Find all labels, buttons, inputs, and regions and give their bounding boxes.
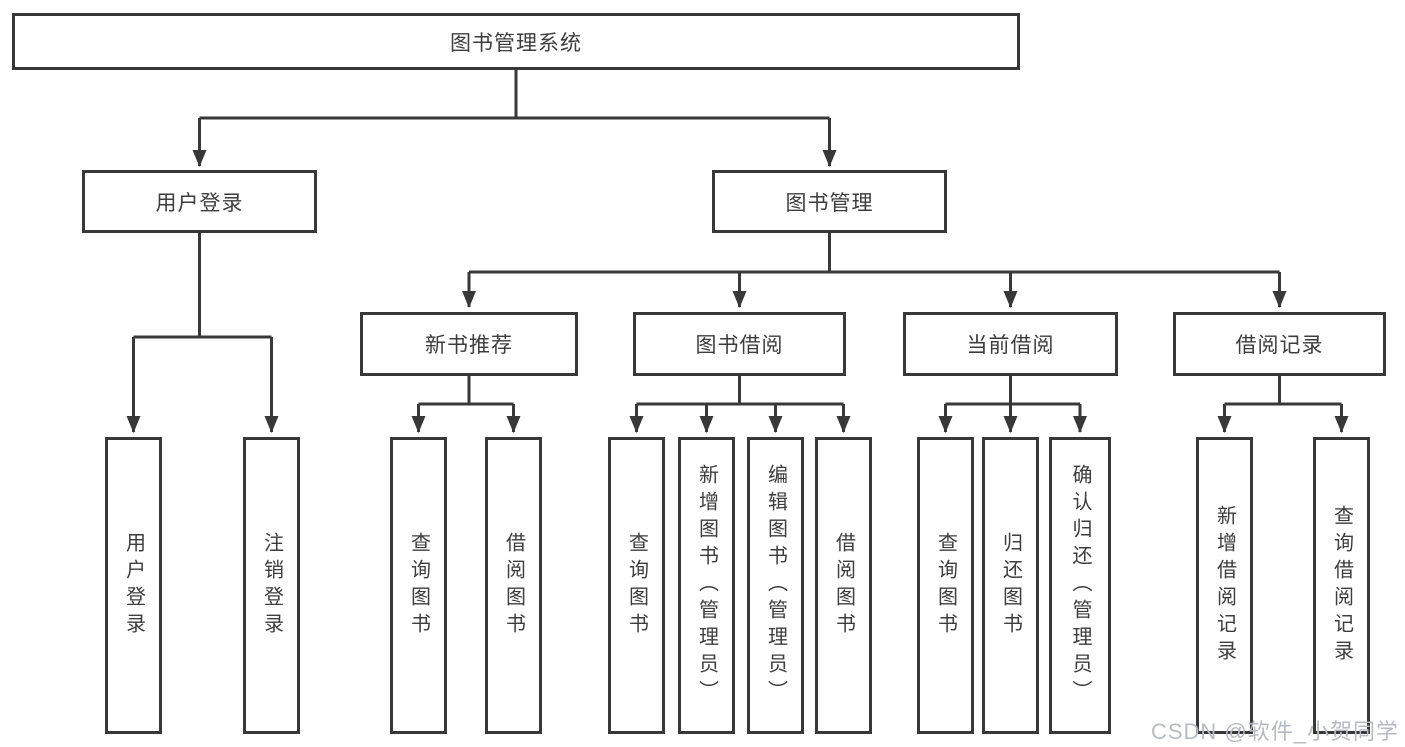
- leaf-borrow-books-recommend: 借阅图书: [485, 437, 542, 734]
- node-label: 用户登录: [155, 191, 244, 215]
- leaf-query-borrow-record: 查询借阅记录: [1313, 437, 1370, 734]
- leaf-label: 查询图书: [407, 531, 430, 640]
- node-label: 图书管理系统: [450, 31, 582, 55]
- node-current-borrowing: 当前借阅: [903, 312, 1118, 376]
- leaf-add-borrow-record: 新增借阅记录: [1196, 437, 1253, 734]
- leaf-label: 归还图书: [999, 531, 1022, 640]
- node-book-management: 图书管理: [712, 170, 947, 233]
- leaf-label: 查询图书: [625, 531, 648, 640]
- leaf-query-books-current: 查询图书: [917, 437, 974, 734]
- leaf-borrow-books-borrowing: 借阅图书: [815, 437, 872, 734]
- leaf-label: 新增借阅记录: [1213, 504, 1236, 667]
- leaf-logout: 注销登录: [243, 437, 300, 734]
- node-new-book-recommendation: 新书推荐: [360, 312, 578, 376]
- leaf-edit-books-admin: 编辑图书（管理员）: [747, 437, 804, 734]
- leaf-label: 查询借阅记录: [1330, 504, 1353, 667]
- node-label: 图书管理: [785, 191, 874, 215]
- node-label: 新书推荐: [425, 334, 513, 357]
- node-label: 借阅记录: [1235, 334, 1324, 357]
- leaf-add-books-admin: 新增图书（管理员）: [678, 437, 735, 734]
- leaf-label: 借阅图书: [832, 531, 855, 640]
- leaf-query-books-recommend: 查询图书: [390, 437, 447, 734]
- node-borrowing-records: 借阅记录: [1173, 312, 1386, 376]
- leaf-label: 查询图书: [934, 531, 957, 640]
- node-label: 图书借阅: [695, 334, 784, 357]
- node-label: 当前借阅: [966, 334, 1055, 357]
- csdn-watermark: CSDN @软件_小贺同学: [1150, 719, 1399, 744]
- leaf-label: 注销登录: [260, 531, 283, 640]
- node-library-management-system: 图书管理系统: [12, 13, 1020, 70]
- leaf-label: 确认归还（管理员）: [1069, 464, 1091, 707]
- leaf-user-login: 用户登录: [105, 437, 162, 734]
- leaf-return-books: 归还图书: [982, 437, 1039, 734]
- node-user-login: 用户登录: [82, 170, 317, 233]
- node-book-borrowing: 图书借阅: [633, 312, 846, 376]
- leaf-label: 新增图书（管理员）: [695, 464, 718, 707]
- leaf-query-books-borrowing: 查询图书: [608, 437, 665, 734]
- leaf-confirm-return-admin: 确认归还（管理员）: [1049, 437, 1111, 734]
- leaf-label: 编辑图书（管理员）: [764, 464, 787, 707]
- leaf-label: 借阅图书: [502, 531, 525, 640]
- leaf-label: 用户登录: [122, 531, 145, 640]
